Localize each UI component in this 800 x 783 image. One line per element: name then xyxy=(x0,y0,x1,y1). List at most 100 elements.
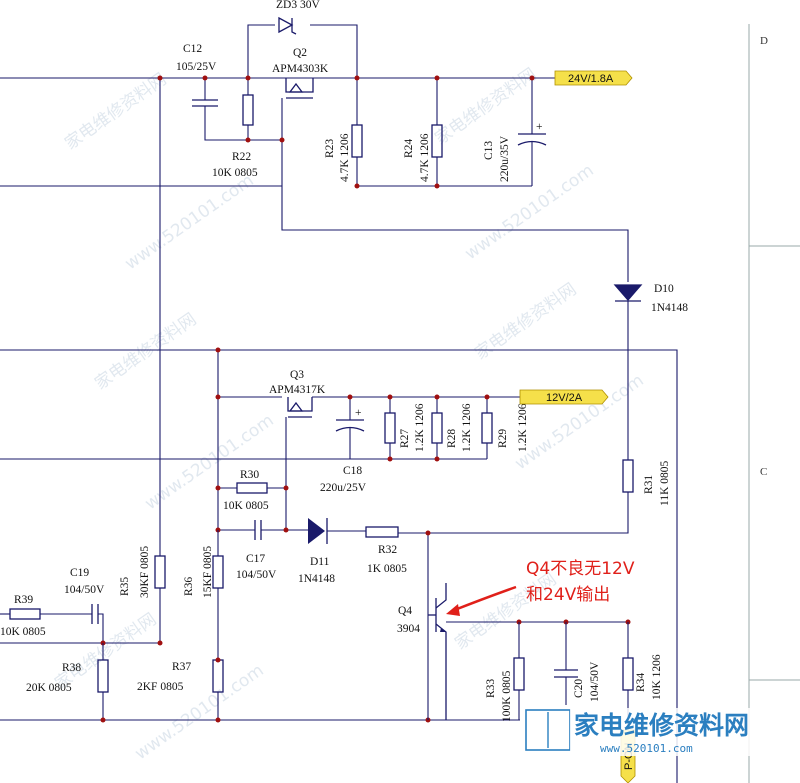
section-12v: Q3 APM4317K + C18 220u/25V R27 1.2K 1206… xyxy=(0,347,678,783)
section-24v: ZD3 30V C12 105/25V R22 10K 0805 Q2 APM4… xyxy=(0,0,633,282)
logo-url: www.520101.com xyxy=(600,742,693,755)
resistor-r39 xyxy=(9,608,41,620)
resistor-r30 xyxy=(236,482,268,494)
resistor-r31-group: R31 11K 0805 xyxy=(398,459,671,534)
q4-collector-network: R33 100K 0805 C20 104/50V R34 10K 1206 P… xyxy=(446,619,663,783)
d10-name: D10 xyxy=(654,283,674,295)
resistor-r28 xyxy=(431,412,443,444)
c18-value: 220u/25V xyxy=(320,482,367,494)
r37-name: R37 xyxy=(172,661,191,673)
resistor-r33 xyxy=(513,657,525,691)
resistor-r23 xyxy=(351,124,363,158)
r34-name: R34 xyxy=(635,673,647,692)
c19-value: 104/50V xyxy=(64,584,105,596)
c18-name: C18 xyxy=(343,465,362,477)
net-24v-label: 24V/1.8A xyxy=(568,73,614,85)
zone-label-d: D xyxy=(760,35,768,47)
c13-polarity: + xyxy=(536,121,543,133)
watermark-text: 家电维修资料网 xyxy=(471,279,580,364)
r27-name: R27 xyxy=(399,429,411,448)
r24-value: 4.7K 1206 xyxy=(419,133,431,182)
r30-value: 10K 0805 xyxy=(223,500,269,512)
d11-value: 1N4148 xyxy=(298,573,335,585)
d11-name: D11 xyxy=(310,556,330,568)
sheet-border: D C xyxy=(748,24,800,783)
q4-name: Q4 xyxy=(398,605,412,617)
c13-value: 220u/35V xyxy=(499,135,511,182)
resistor-r34 xyxy=(622,657,634,691)
r22-name: R22 xyxy=(232,151,251,163)
q3-name: Q3 xyxy=(290,369,304,381)
drive-line: C17 104/50V D11 1N4148 R32 1K 0805 xyxy=(215,518,431,606)
r29-value: 1.2K 1206 xyxy=(517,403,529,452)
c13-name: C13 xyxy=(483,141,495,160)
resistor-r31 xyxy=(622,459,634,493)
c17-value: 104/50V xyxy=(236,569,277,581)
logo-name: 家电维修资料网 xyxy=(574,711,749,740)
r35-name: R35 xyxy=(119,577,131,596)
divider-r35-r36: R35 30KF 0805 R36 15KF 0805 xyxy=(119,530,224,660)
watermark-text: 家电维修资料网 xyxy=(431,64,540,149)
c12-name: C12 xyxy=(183,43,202,55)
diode-d11 xyxy=(308,518,325,544)
q2-value: APM4303K xyxy=(272,63,329,75)
mosfet-q2 xyxy=(285,78,314,93)
r23-value: 4.7K 1206 xyxy=(339,133,351,182)
watermark-text: 家电维修资料网 xyxy=(451,569,560,654)
r34-value: 10K 1206 xyxy=(651,654,663,700)
resistor-r32 xyxy=(365,526,399,538)
r31-value: 11K 0805 xyxy=(659,460,671,506)
r35-value: 30KF 0805 xyxy=(139,546,151,598)
watermark-site: www.520101.com xyxy=(461,160,597,264)
fault-annotation: Q4不良无12V 和24V输出 xyxy=(446,559,635,616)
c20-value: 104/50V xyxy=(589,661,601,702)
zener-zd3-symbol xyxy=(278,16,294,34)
c18-polarity: + xyxy=(355,407,362,419)
diode-d10: D10 1N4148 xyxy=(613,283,688,460)
watermark-text: 家电维修资料网 xyxy=(91,309,200,394)
r29-name: R29 xyxy=(497,429,509,448)
net-12v-label: 12V/2A xyxy=(546,392,583,404)
r24-name: R24 xyxy=(403,139,415,158)
r30-name: R30 xyxy=(240,469,259,481)
annotation-line-2: 和24V输出 xyxy=(526,585,610,605)
r33-name: R33 xyxy=(485,679,497,698)
r38-name: R38 xyxy=(62,662,81,674)
q3-value: APM4317K xyxy=(269,384,326,396)
r38-value: 20K 0805 xyxy=(26,682,72,694)
net-flag-12v xyxy=(519,389,609,405)
d10-value: 1N4148 xyxy=(651,302,688,314)
c19-name: C19 xyxy=(70,567,89,579)
net-flag-24v xyxy=(554,70,633,86)
r28-value: 1.2K 1206 xyxy=(461,403,473,452)
annotation-line-1: Q4不良无12V xyxy=(526,559,635,579)
transistor-q4: Q4 3904 xyxy=(397,583,447,720)
watermark-site: www.520101.com xyxy=(511,370,647,474)
r27-value: 1.2K 1206 xyxy=(414,403,426,452)
r36-value: 15KF 0805 xyxy=(202,546,214,598)
resistor-r30-group: R30 10K 0805 xyxy=(215,469,289,512)
r23-name: R23 xyxy=(324,139,336,158)
site-logo: 家电维修资料网 www.520101.com xyxy=(525,708,766,756)
r31-name: R31 xyxy=(643,475,655,494)
r39-name: R39 xyxy=(14,594,33,606)
watermark-site: www.520101.com xyxy=(131,660,267,764)
resistor-r35 xyxy=(154,555,166,589)
watermark-text: 家电维修资料网 xyxy=(61,69,170,154)
resistor-r27 xyxy=(384,412,396,444)
q2-name: Q2 xyxy=(293,47,307,59)
r22-value: 10K 0805 xyxy=(212,167,258,179)
r32-value: 1K 0805 xyxy=(367,563,407,575)
resistor-r36 xyxy=(212,555,224,589)
r32-name: R32 xyxy=(378,544,397,556)
c12-value: 105/25V xyxy=(176,61,217,73)
zd3-label: ZD3 30V xyxy=(276,0,320,11)
c20-name: C20 xyxy=(573,679,585,698)
watermark-site: www.520101.com xyxy=(141,410,277,514)
c17-name: C17 xyxy=(246,553,265,565)
r37-value: 2KF 0805 xyxy=(137,681,184,693)
feedback-network: R39 10K 0805 C19 104/50V R38 20K 0805 R3… xyxy=(0,567,520,723)
resistor-r29 xyxy=(481,412,493,444)
resistor-r22 xyxy=(242,94,254,126)
